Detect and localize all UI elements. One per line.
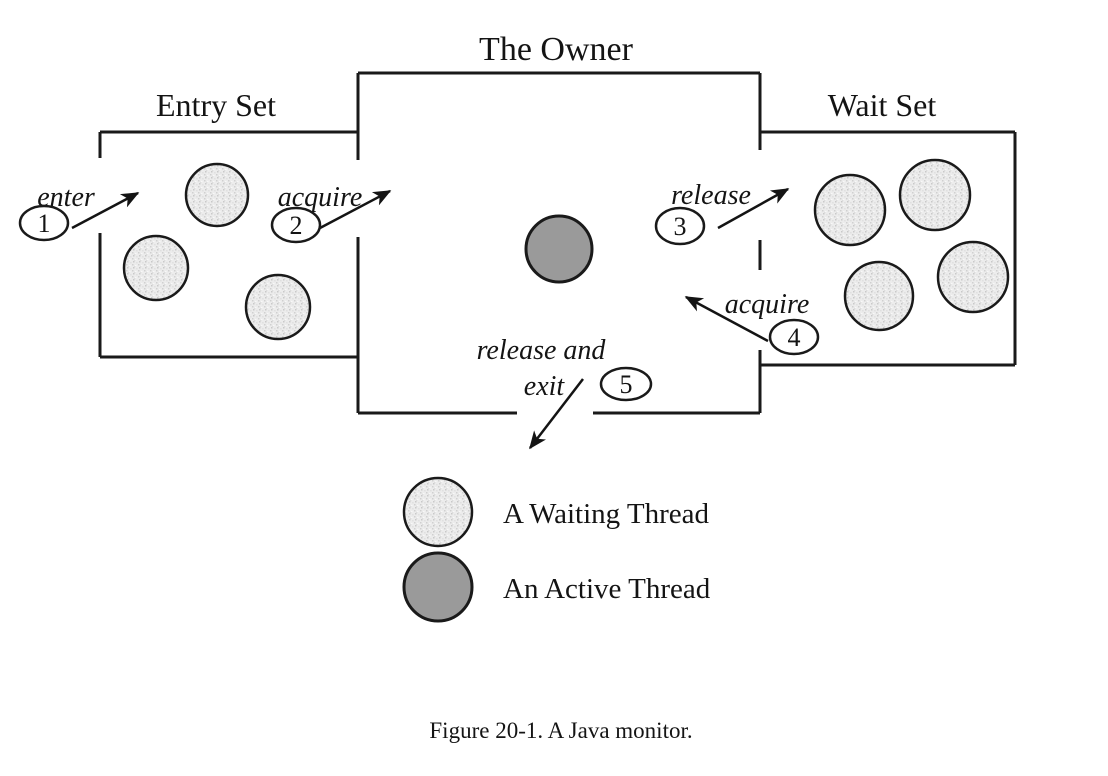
step-number-2: 2 (290, 211, 303, 240)
waiting-thread-circle (843, 260, 915, 332)
step-badge-1 (18, 204, 70, 242)
legend-active-swatch (402, 551, 474, 623)
active-thread-circle (524, 214, 594, 284)
step-number-1: 1 (38, 209, 51, 238)
waiting-thread-circle (184, 162, 250, 228)
step-badge-5 (599, 366, 653, 402)
entry-set-box-outline (98, 130, 358, 359)
owner-box-outline (356, 71, 762, 415)
legend-active-label: An Active Thread (503, 573, 711, 605)
enter-arrow (71, 191, 140, 230)
transition-label-release-exit-line2: exit (524, 371, 566, 402)
owner-label: The Owner (479, 31, 634, 68)
figure-caption: Figure 20-1. A Java monitor. (429, 718, 692, 743)
wait-set-box-outline (760, 130, 1017, 367)
step-badge-4 (768, 318, 820, 356)
transition-label-release-exit-line1: release and (477, 335, 607, 366)
step-badge-2 (270, 206, 322, 244)
entry-set-label: Entry Set (156, 87, 276, 123)
release-exit-arrow (529, 378, 584, 450)
transition-label-release: release (671, 180, 751, 211)
transition-label-acquire-4: acquire (725, 289, 810, 320)
wait-set-label: Wait Set (828, 87, 937, 123)
waiting-thread-circle (244, 273, 312, 341)
waiting-thread-circle (936, 240, 1010, 314)
acquire-arrow-2 (319, 189, 392, 230)
waiting-thread-circle (813, 173, 887, 247)
step-number-3: 3 (674, 212, 687, 241)
acquire-arrow-4 (684, 295, 769, 343)
legend-waiting-swatch (402, 476, 474, 548)
legend-waiting-label: A Waiting Thread (503, 498, 710, 530)
release-arrow (717, 187, 790, 230)
step-number-5: 5 (620, 370, 633, 399)
waiting-thread-circle (898, 158, 972, 232)
waiting-thread-circle (122, 234, 190, 302)
step-number-4: 4 (788, 323, 801, 352)
step-badge-3 (654, 206, 706, 246)
